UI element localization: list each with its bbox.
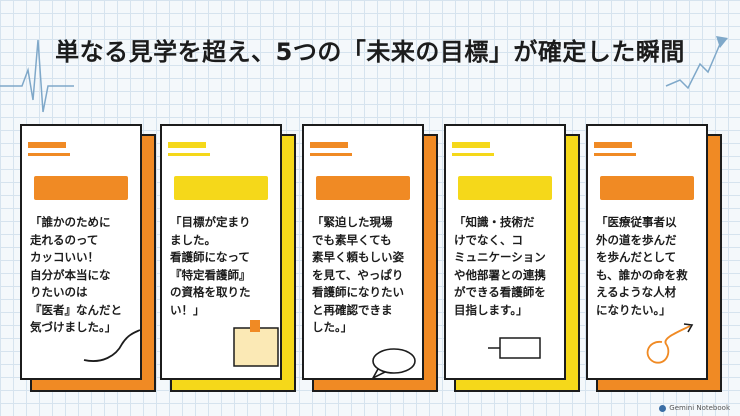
goal-card: 「誰かのために 走れるのって カッコいい！ 自分が本当にな りたいのは 『医者』… bbox=[20, 124, 156, 392]
card-quote: 「医療従事者以 外の道を歩んだ を歩んだとして も、誰かの命を救 えるような人材… bbox=[596, 215, 688, 317]
card-header-bar bbox=[452, 142, 490, 148]
card-header-bar bbox=[28, 142, 66, 148]
card-body: 「緊迫した現場 でも素早くても 素早く頼もしい姿 を見て、やっぱり 看護師になり… bbox=[302, 124, 424, 380]
card-label-block bbox=[458, 176, 552, 200]
heartbeat-line bbox=[0, 36, 728, 113]
card-header-bar bbox=[310, 142, 348, 148]
arrow-up-icon bbox=[716, 36, 728, 48]
card-label-block bbox=[316, 176, 410, 200]
footer-brand-text: Gemini Notebook bbox=[669, 404, 730, 412]
goal-card: 「緊迫した現場 でも素早くても 素早く頼もしい姿 を見て、やっぱり 看護師になり… bbox=[302, 124, 438, 392]
goal-card: 「知識・技術だ けでなく、コ ミュニケーション や他部署との連携 ができる看護師… bbox=[444, 124, 580, 392]
card-label-block bbox=[174, 176, 268, 200]
goal-card: 「医療従事者以 外の道を歩んだ を歩んだとして も、誰かの命を救 えるような人材… bbox=[586, 124, 722, 392]
page-title: 単なる見学を超え、5つの「未来の目標」が確定した瞬間 bbox=[55, 38, 685, 66]
card-header-bar bbox=[594, 142, 632, 148]
card-header-bar bbox=[168, 142, 206, 148]
footer-brand: Gemini Notebook bbox=[659, 404, 730, 412]
card-label-block bbox=[600, 176, 694, 200]
gemini-logo-icon bbox=[659, 404, 667, 412]
swoosh-icon bbox=[82, 326, 142, 370]
card-quote: 「誰かのために 走れるのって カッコいい！ 自分が本当にな りたいのは 『医者』… bbox=[30, 215, 122, 334]
card-quote: 「緊迫した現場 でも素早くても 素早く頼もしい姿 を見て、やっぱり 看護師になり… bbox=[312, 215, 404, 334]
card-header-line bbox=[452, 153, 494, 156]
card-header-line bbox=[168, 153, 210, 156]
card-label-block bbox=[34, 176, 128, 200]
speech-bubble-icon bbox=[370, 346, 418, 384]
card-body: 「目標が定まり ました。 看護師になって 『特定看護師』 の資格を取りた い！」 bbox=[160, 124, 282, 380]
card-body: 「知識・技術だ けでなく、コ ミュニケーション や他部署との連携 ができる看護師… bbox=[444, 124, 566, 380]
card-body: 「医療従事者以 外の道を歩んだ を歩んだとして も、誰かの命を救 えるような人材… bbox=[586, 124, 708, 380]
card-quote: 「知識・技術だ けでなく、コ ミュニケーション や他部署との連携 ができる看護師… bbox=[454, 215, 546, 317]
card-body: 「誰かのために 走れるのって カッコいい！ 自分が本当にな りたいのは 『医者』… bbox=[20, 124, 142, 380]
card-header-line bbox=[310, 153, 352, 156]
loop-arrow-icon bbox=[638, 322, 702, 370]
card-quote: 「目標が定まり ました。 看護師になって 『特定看護師』 の資格を取りた い！」 bbox=[170, 215, 251, 317]
card-header-line bbox=[28, 153, 70, 156]
sticky-note-icon bbox=[232, 318, 280, 372]
message-box-icon bbox=[486, 334, 546, 368]
goal-card: 「目標が定まり ました。 看護師になって 『特定看護師』 の資格を取りた い！」 bbox=[160, 124, 296, 392]
card-header-line bbox=[594, 153, 636, 156]
